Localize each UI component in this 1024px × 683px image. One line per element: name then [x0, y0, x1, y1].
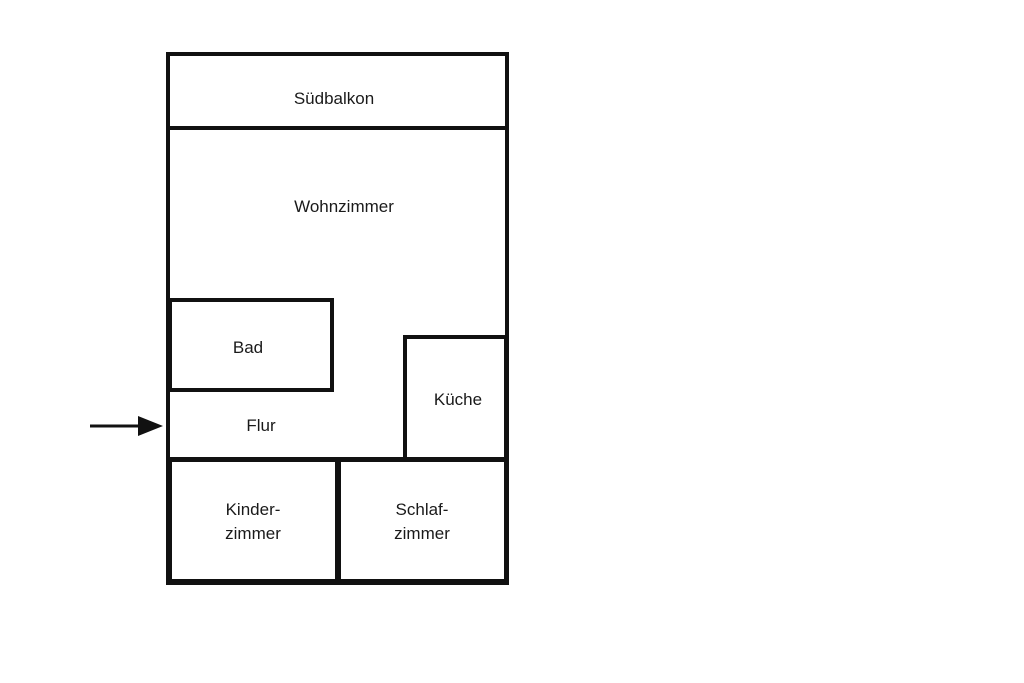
kueche-label: Küche	[434, 390, 482, 409]
kinderzimmer-room	[168, 458, 339, 583]
flur-label: Flur	[246, 416, 276, 435]
kinderzimmer-label-line2: zimmer	[225, 524, 281, 543]
bad-label: Bad	[233, 338, 263, 357]
kinderzimmer-label-line1: Kinder-	[226, 500, 281, 519]
schlafzimmer-room	[337, 458, 508, 583]
suedbalkon-label: Südbalkon	[294, 89, 374, 108]
arrow-right-icon	[90, 416, 163, 436]
schlafzimmer-label-line2: zimmer	[394, 524, 450, 543]
wohnzimmer-label: Wohnzimmer	[294, 197, 394, 216]
schlafzimmer-label-line1: Schlaf-	[396, 500, 449, 519]
bad-room	[168, 298, 334, 392]
